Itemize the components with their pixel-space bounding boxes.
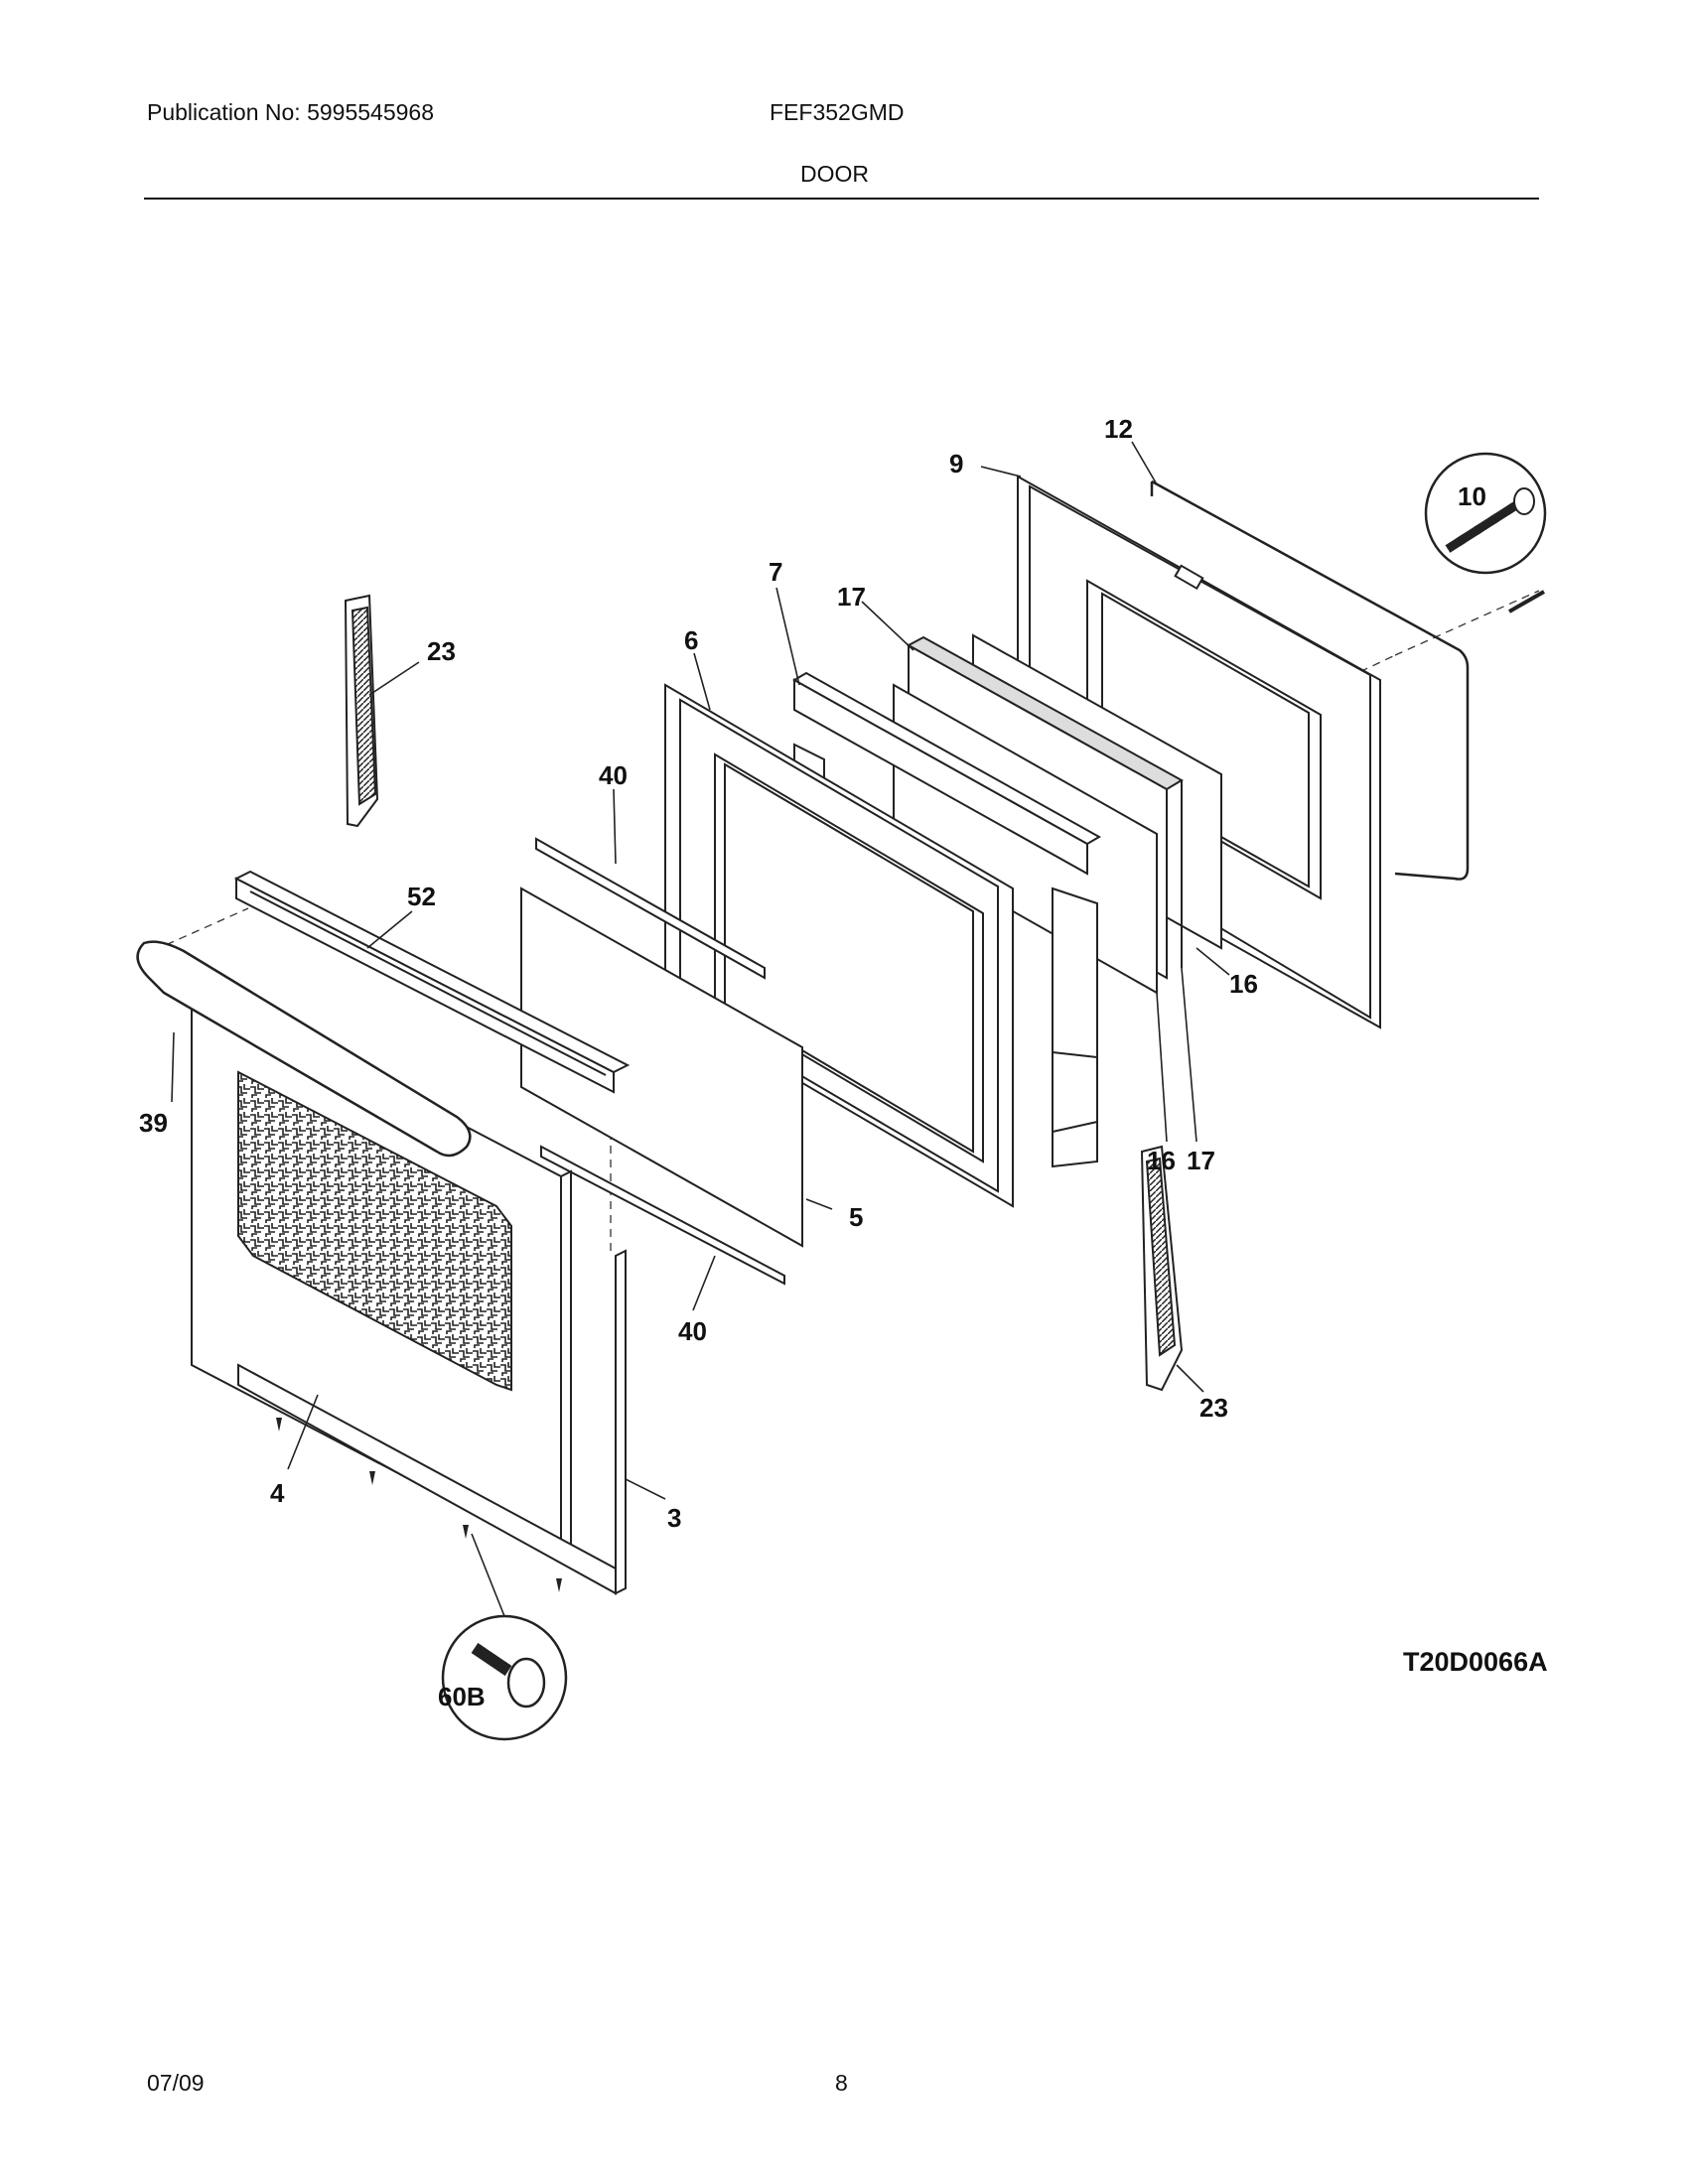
callout-3: 3 [667, 1503, 681, 1533]
callout-6: 6 [684, 625, 698, 655]
door-gasket [1150, 479, 1470, 881]
screws [276, 1418, 562, 1592]
bracket-upper [535, 837, 766, 980]
callout-17-upper: 17 [837, 582, 866, 612]
door-handle [136, 940, 472, 1158]
callout-40-upper: 40 [599, 760, 628, 790]
callout-5: 5 [849, 1202, 863, 1232]
callout-9: 9 [949, 449, 963, 478]
section-title: DOOR [800, 161, 869, 187]
callout-labels: 12 9 10 7 17 23 6 40 52 16 39 16 17 5 40… [139, 414, 1486, 1711]
diagram-code: T20D0066A [1403, 1647, 1548, 1677]
page-number: 8 [835, 2070, 848, 2096]
callout-23-upper: 23 [427, 636, 456, 666]
screw-detail-10 [1424, 452, 1547, 614]
footer-date: 07/09 [147, 2070, 205, 2096]
callout-12: 12 [1104, 414, 1133, 444]
outer-door-panel [191, 981, 627, 1595]
callout-4: 4 [270, 1478, 285, 1508]
model-number: FEF352GMD [770, 99, 905, 125]
door-top-trim [233, 870, 631, 1094]
hinge-upper [344, 594, 379, 828]
callout-23-lower: 23 [1199, 1393, 1228, 1423]
bracket-lower [540, 1145, 785, 1286]
callout-40-lower: 40 [678, 1316, 707, 1346]
callout-60b: 60B [438, 1682, 486, 1711]
door-liner [664, 683, 1014, 1208]
publication-number: Publication No: 5995545968 [147, 99, 435, 125]
callout-16-lower: 16 [1147, 1146, 1176, 1175]
callout-52: 52 [407, 882, 436, 911]
callout-39: 39 [139, 1108, 168, 1138]
leader-lines [171, 441, 1230, 1617]
callout-16-upper: 16 [1229, 969, 1258, 999]
callout-7: 7 [769, 557, 782, 587]
callout-10: 10 [1458, 481, 1486, 511]
hinge-lower [1140, 1145, 1184, 1392]
header-rule [144, 198, 1539, 200]
callout-17-lower: 17 [1187, 1146, 1215, 1175]
screw-detail-60b [441, 1614, 568, 1741]
